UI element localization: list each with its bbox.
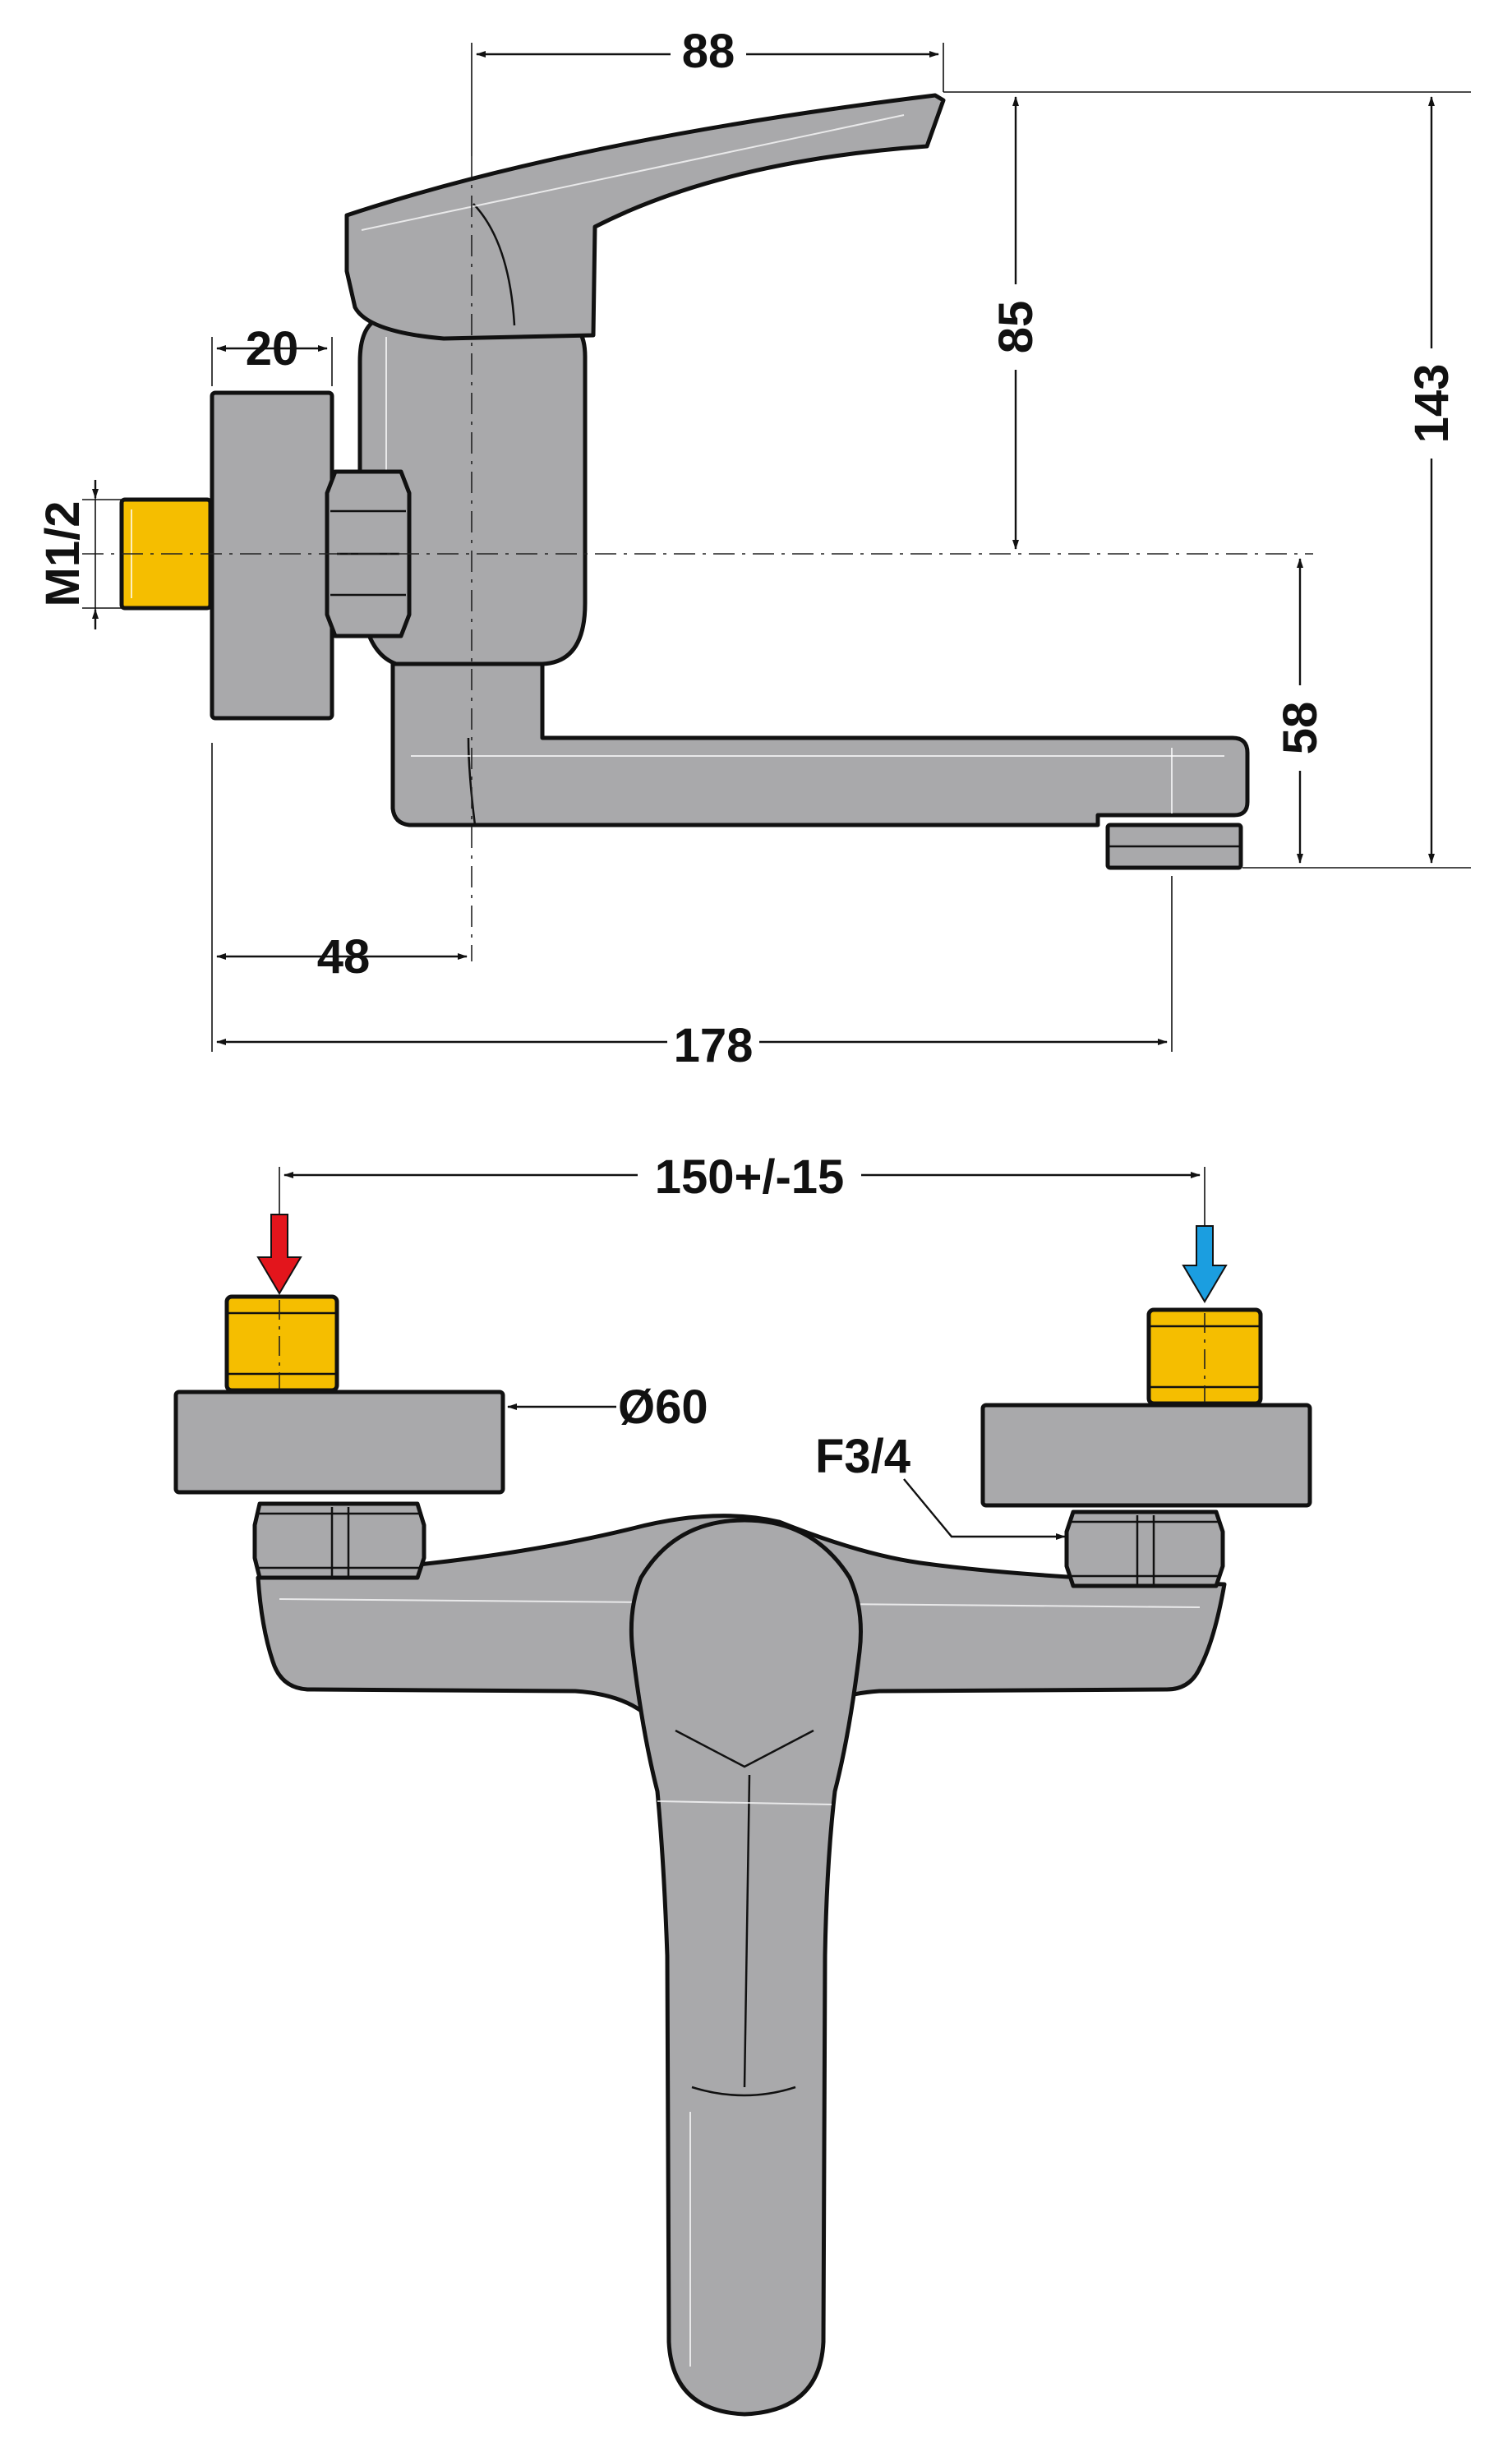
front-right-hex-nut [1064,1509,1225,1588]
dim-58-label: 58 [1274,702,1327,755]
front-left-hex-nut [252,1501,426,1580]
dim-58: 58 [1274,558,1327,864]
dim-88-label: 88 [682,25,735,78]
front-view: 150+/-15 Ø60 [173,1147,1312,2417]
front-left-rosette [173,1390,505,1495]
side-spout [390,661,1250,827]
dim-f34-label: F3/4 [815,1430,910,1483]
dim-48-label: 48 [317,930,371,984]
dim-m12-label: M1/2 [36,501,90,607]
dim-178: 178 [216,876,1173,1072]
dim-143-label: 143 [1405,364,1459,444]
dim-85-label: 85 [989,301,1043,354]
dim-178-label: 178 [674,1019,754,1072]
cold-water-arrow-icon [1182,1225,1228,1303]
dim-150-label: 150+/-15 [655,1150,845,1204]
side-view: 88 20 M1/2 85 [36,21,1471,1072]
dim-85: 85 [943,91,1471,550]
dim-o60: Ø60 [507,1380,708,1434]
side-rosette [210,390,334,721]
front-right-inlet-fitting [1146,1307,1263,1406]
front-lever-handle [629,1518,863,2417]
dim-88: 88 [471,21,944,156]
side-lever-handle [344,93,946,341]
dim-20-label: 20 [246,322,299,376]
dim-m12: M1/2 [36,480,122,629]
dim-20: 20 [211,322,333,386]
hot-water-arrow-icon [256,1214,302,1295]
front-left-inlet-fitting [224,1294,339,1393]
dim-143: 143 [1242,96,1471,869]
dim-o60-label: Ø60 [618,1380,708,1434]
front-right-rosette [980,1403,1312,1508]
side-aerator [1105,823,1243,870]
dim-150: 150+/-15 [279,1147,1205,1231]
dim-f34: F3/4 [815,1430,1066,1540]
dim-48: 48 [211,743,468,1052]
